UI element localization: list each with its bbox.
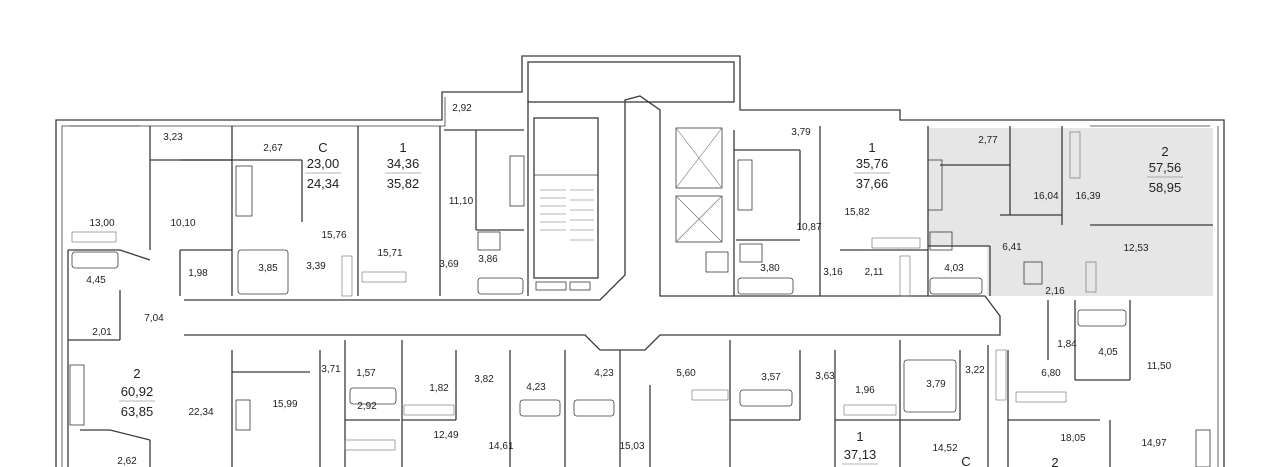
room-area: 4,03 [944,263,964,274]
apt-area-living: 34,36 [387,156,420,171]
room-area: 22,34 [188,407,213,418]
room-area: 5,60 [676,368,696,379]
fixtures [69,155,1211,467]
room-area: 3,69 [439,259,459,270]
apt-area-living: 57,56 [1149,160,1182,175]
apt-area-living: 35,76 [856,156,889,171]
building-core [527,61,735,291]
room-area: 3,71 [321,364,341,375]
corridor [184,95,1001,351]
room-area: 3,85 [258,263,278,274]
room-area: 2,92 [357,401,377,412]
room-area: 2,62 [117,456,137,467]
apt-2-bottom[interactable]: 2 [1051,455,1058,467]
room-area: 15,76 [321,230,346,241]
room-area: 3,57 [761,372,781,383]
apt-area-total: 37,66 [856,176,889,191]
room-area: 1,82 [429,383,449,394]
interior-walls [67,100,1213,467]
room-area: 3,39 [306,261,326,272]
room-area: 14,52 [932,443,957,454]
room-area: 10,10 [170,218,195,229]
apt-rooms: 1 [856,429,863,444]
room-area: 3,79 [926,379,946,390]
room-area: 13,00 [89,218,114,229]
room-area: 4,23 [594,368,614,379]
apt-1-top-a[interactable]: 1 34,36 35,82 [385,140,421,191]
room-area: 18,05 [1060,433,1085,444]
room-area: 2,01 [92,327,112,338]
room-area: 2,77 [978,135,998,146]
room-area: 2,92 [452,103,472,114]
room-area: 14,61 [488,441,513,452]
room-area: 3,82 [474,374,494,385]
room-area: 16,04 [1033,191,1058,202]
room-area: 4,05 [1098,347,1118,358]
apt-area-total: 24,34 [307,176,340,191]
room-area: 3,16 [823,267,843,278]
room-area: 16,39 [1075,191,1100,202]
room-area: 10,87 [796,222,821,233]
apt-2-top[interactable]: 2 57,56 58,95 [1147,144,1183,195]
room-area: 1,84 [1057,339,1077,350]
room-area: 3,23 [163,132,183,143]
room-area: 6,41 [1002,242,1022,253]
apt-area-living: 60,92 [121,384,154,399]
room-area: 15,99 [272,399,297,410]
room-area: 6,80 [1041,368,1061,379]
interior-walls-bottom [80,300,1131,467]
apt-area-living: 37,13 [844,447,877,462]
room-area: 12,49 [433,430,458,441]
room-area: 15,82 [844,207,869,218]
room-area: 11,10 [449,196,474,207]
room-area: 3,79 [791,127,811,138]
room-area: 2,11 [865,267,884,278]
apt-1-top-b[interactable]: 1 35,76 37,66 [854,140,890,191]
apt-rooms: 1 [399,140,406,155]
room-area: 1,57 [356,368,376,379]
apt-rooms: 1 [868,140,875,155]
apt-1-bottom[interactable]: 1 37,13 [842,429,878,465]
room-area: 12,53 [1123,243,1148,254]
apt-area-total: 63,85 [121,404,154,419]
room-area: 1,96 [855,385,875,396]
room-area: 3,80 [760,263,780,274]
apt-rooms: 2 [1161,144,1168,159]
apt-area-total: 35,82 [387,176,420,191]
room-area: 2,16 [1045,286,1065,297]
apt-rooms: 2 [133,366,140,381]
room-area-labels: 3,23 2,67 2,92 13,00 10,10 15,76 11,10 1… [86,103,1171,467]
room-area: 3,22 [965,365,985,376]
apt-area-total: 58,95 [1149,180,1182,195]
room-area: 15,03 [619,441,644,452]
apt-rooms: C [961,454,970,467]
apt-rooms: 2 [1051,455,1058,467]
room-area: 4,45 [86,275,106,286]
room-area: 14,97 [1141,438,1166,449]
apt-area-living: 23,00 [307,156,340,171]
room-area: 3,63 [815,371,835,382]
room-area: 4,23 [526,382,546,393]
room-area: 1,98 [188,268,208,279]
room-area: 11,50 [1147,361,1172,372]
outer-walls [55,55,1225,467]
radiators [71,131,1097,451]
apt-rooms: C [318,140,327,155]
room-area: 3,86 [478,254,498,265]
apt-2-left[interactable]: 2 60,92 63,85 [119,366,155,419]
room-area: 15,71 [377,248,402,259]
apt-c-bottom[interactable]: C [961,454,970,467]
room-area: 7,04 [144,313,164,324]
room-area: 2,67 [263,143,283,154]
highlighted-apartment[interactable] [928,128,1213,296]
apt-c-top[interactable]: C 23,00 24,34 [305,140,341,191]
